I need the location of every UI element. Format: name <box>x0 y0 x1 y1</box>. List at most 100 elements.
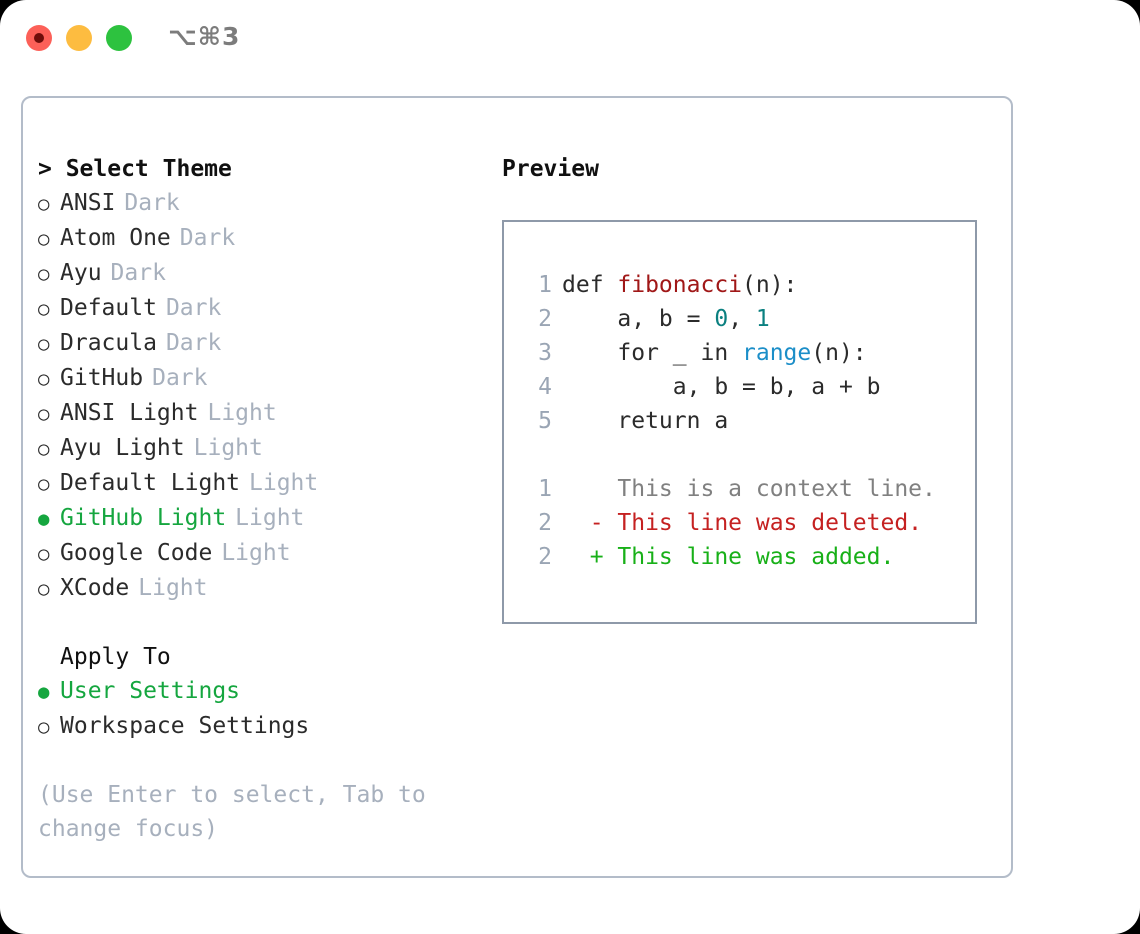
apply-to-option-workspace-settings[interactable]: ○ Workspace Settings <box>38 709 498 744</box>
code-line: 4 a, b = b, a + b <box>522 370 969 404</box>
theme-option-google-code[interactable]: ○ Google Code Light <box>38 536 498 571</box>
code-token-num: 0 <box>714 306 729 332</box>
theme-option-variant-tag: Light <box>138 575 208 601</box>
code-token-plain: return a <box>562 408 729 434</box>
code-token-plain: (n): <box>811 340 867 366</box>
code-line-number: 1 <box>538 272 552 298</box>
diff-line-number: 2 <box>538 544 552 570</box>
code-token-fn: fibonacci <box>617 272 743 298</box>
maximize-button[interactable] <box>106 25 132 51</box>
keyboard-shortcut-label: ⌥⌘3 <box>168 22 241 51</box>
code-token-plain: a, b = <box>562 306 715 332</box>
radio-unselected-icon: ○ <box>38 403 50 425</box>
theme-option-variant-tag: Dark <box>124 190 180 216</box>
theme-option-variant-tag: Dark <box>165 330 222 356</box>
diff-line-text: - This line was deleted. <box>562 510 923 536</box>
code-token-call: range <box>742 340 812 366</box>
code-line: 2 a, b = 0, 1 <box>522 302 969 336</box>
code-line-number: 5 <box>538 408 552 434</box>
code-line: 5 return a <box>522 404 969 438</box>
apply-to-option-label: User Settings <box>60 678 241 704</box>
code-line: 3 for _ in range(n): <box>522 336 969 370</box>
theme-option-label: Google Code <box>60 540 213 566</box>
hint-text: (Use Enter to select, Tab to change focu… <box>38 782 426 842</box>
preview-header: Preview <box>502 156 599 182</box>
code-token-plain: (n): <box>742 272 798 298</box>
theme-option-label: XCode <box>60 575 130 601</box>
theme-option-ayu[interactable]: ○ Ayu Dark <box>38 256 498 291</box>
theme-option-label: Default <box>60 295 157 321</box>
theme-option-default[interactable]: ○ Default Dark <box>38 291 498 326</box>
theme-option-variant-tag: Dark <box>152 365 208 391</box>
radio-selected-icon: ● <box>38 681 50 703</box>
minimize-button[interactable] <box>66 25 92 51</box>
radio-unselected-icon: ○ <box>38 543 50 565</box>
diff-line-text: + This line was added. <box>562 544 895 570</box>
radio-unselected-icon: ○ <box>38 578 50 600</box>
title-bar: ⌥⌘3 <box>0 0 1140 78</box>
theme-option-github[interactable]: ○ GitHub Dark <box>38 361 498 396</box>
theme-option-dracula[interactable]: ○ Dracula Dark <box>38 326 498 361</box>
diff-line-ctx: 1 This is a context line. <box>522 472 969 506</box>
theme-option-label: ANSI <box>60 190 116 216</box>
theme-option-github-light[interactable]: ● GitHub Light Light <box>38 501 498 536</box>
code-line-number: 4 <box>538 374 552 400</box>
radio-unselected-icon: ○ <box>38 298 50 320</box>
diff-line-add: 2 + This line was added. <box>522 540 969 574</box>
code-token-num: 1 <box>755 306 770 332</box>
diff-sample: 1 This is a context line.2 - This line w… <box>522 472 969 574</box>
theme-option-variant-tag: Light <box>249 470 319 496</box>
theme-option-variant-tag: Light <box>221 540 291 566</box>
theme-option-label: GitHub Light <box>60 505 227 531</box>
theme-option-label: GitHub <box>60 365 144 391</box>
theme-option-variant-tag: Light <box>193 435 263 461</box>
theme-option-variant-tag: Dark <box>165 295 222 321</box>
radio-unselected-icon: ○ <box>38 716 50 738</box>
theme-option-label: Atom One <box>60 225 171 251</box>
radio-unselected-icon: ○ <box>38 333 50 355</box>
code-token-plain: , <box>728 306 756 332</box>
radio-unselected-icon: ○ <box>38 368 50 390</box>
theme-option-xcode[interactable]: ○ XCode Light <box>38 571 498 606</box>
radio-unselected-icon: ○ <box>38 193 50 215</box>
radio-unselected-icon: ○ <box>38 228 50 250</box>
spacer <box>38 606 498 640</box>
diff-line-del: 2 - This line was deleted. <box>522 506 969 540</box>
code-token-plain: a, b = b, a + b <box>562 374 881 400</box>
theme-option-variant-tag: Dark <box>110 260 166 286</box>
theme-option-label: Default Light <box>60 470 241 496</box>
theme-option-variant-tag: Light <box>207 400 277 426</box>
code-line-number: 3 <box>538 340 552 366</box>
theme-option-default-light[interactable]: ○ Default Light Light <box>38 466 498 501</box>
radio-unselected-icon: ○ <box>38 263 50 285</box>
radio-unselected-icon: ○ <box>38 438 50 460</box>
diff-line-number: 1 <box>538 476 552 502</box>
apply-to-option-label: Workspace Settings <box>60 713 310 739</box>
theme-option-ansi-light[interactable]: ○ ANSI Light Light <box>38 396 498 431</box>
traffic-light-controls <box>26 25 132 51</box>
theme-option-ansi[interactable]: ○ ANSI Dark <box>38 186 498 221</box>
radio-unselected-icon: ○ <box>38 473 50 495</box>
radio-selected-icon: ● <box>38 508 50 530</box>
apply-to-option-user-settings[interactable]: ● User Settings <box>38 674 498 709</box>
code-line-number: 2 <box>538 306 552 332</box>
apply-to-header: Apply To <box>60 644 171 670</box>
close-button[interactable] <box>26 25 52 51</box>
diff-line-text: This is a context line. <box>562 476 936 502</box>
apply-to-list: ● User Settings ○ Workspace Settings <box>38 674 498 744</box>
theme-picker-header: > Select Theme <box>38 156 232 182</box>
theme-option-label: ANSI Light <box>60 400 199 426</box>
theme-option-label: Dracula <box>60 330 157 356</box>
code-token-plain: for _ in <box>562 340 743 366</box>
theme-option-label: Ayu <box>60 260 102 286</box>
theme-option-variant-tag: Light <box>235 505 305 531</box>
